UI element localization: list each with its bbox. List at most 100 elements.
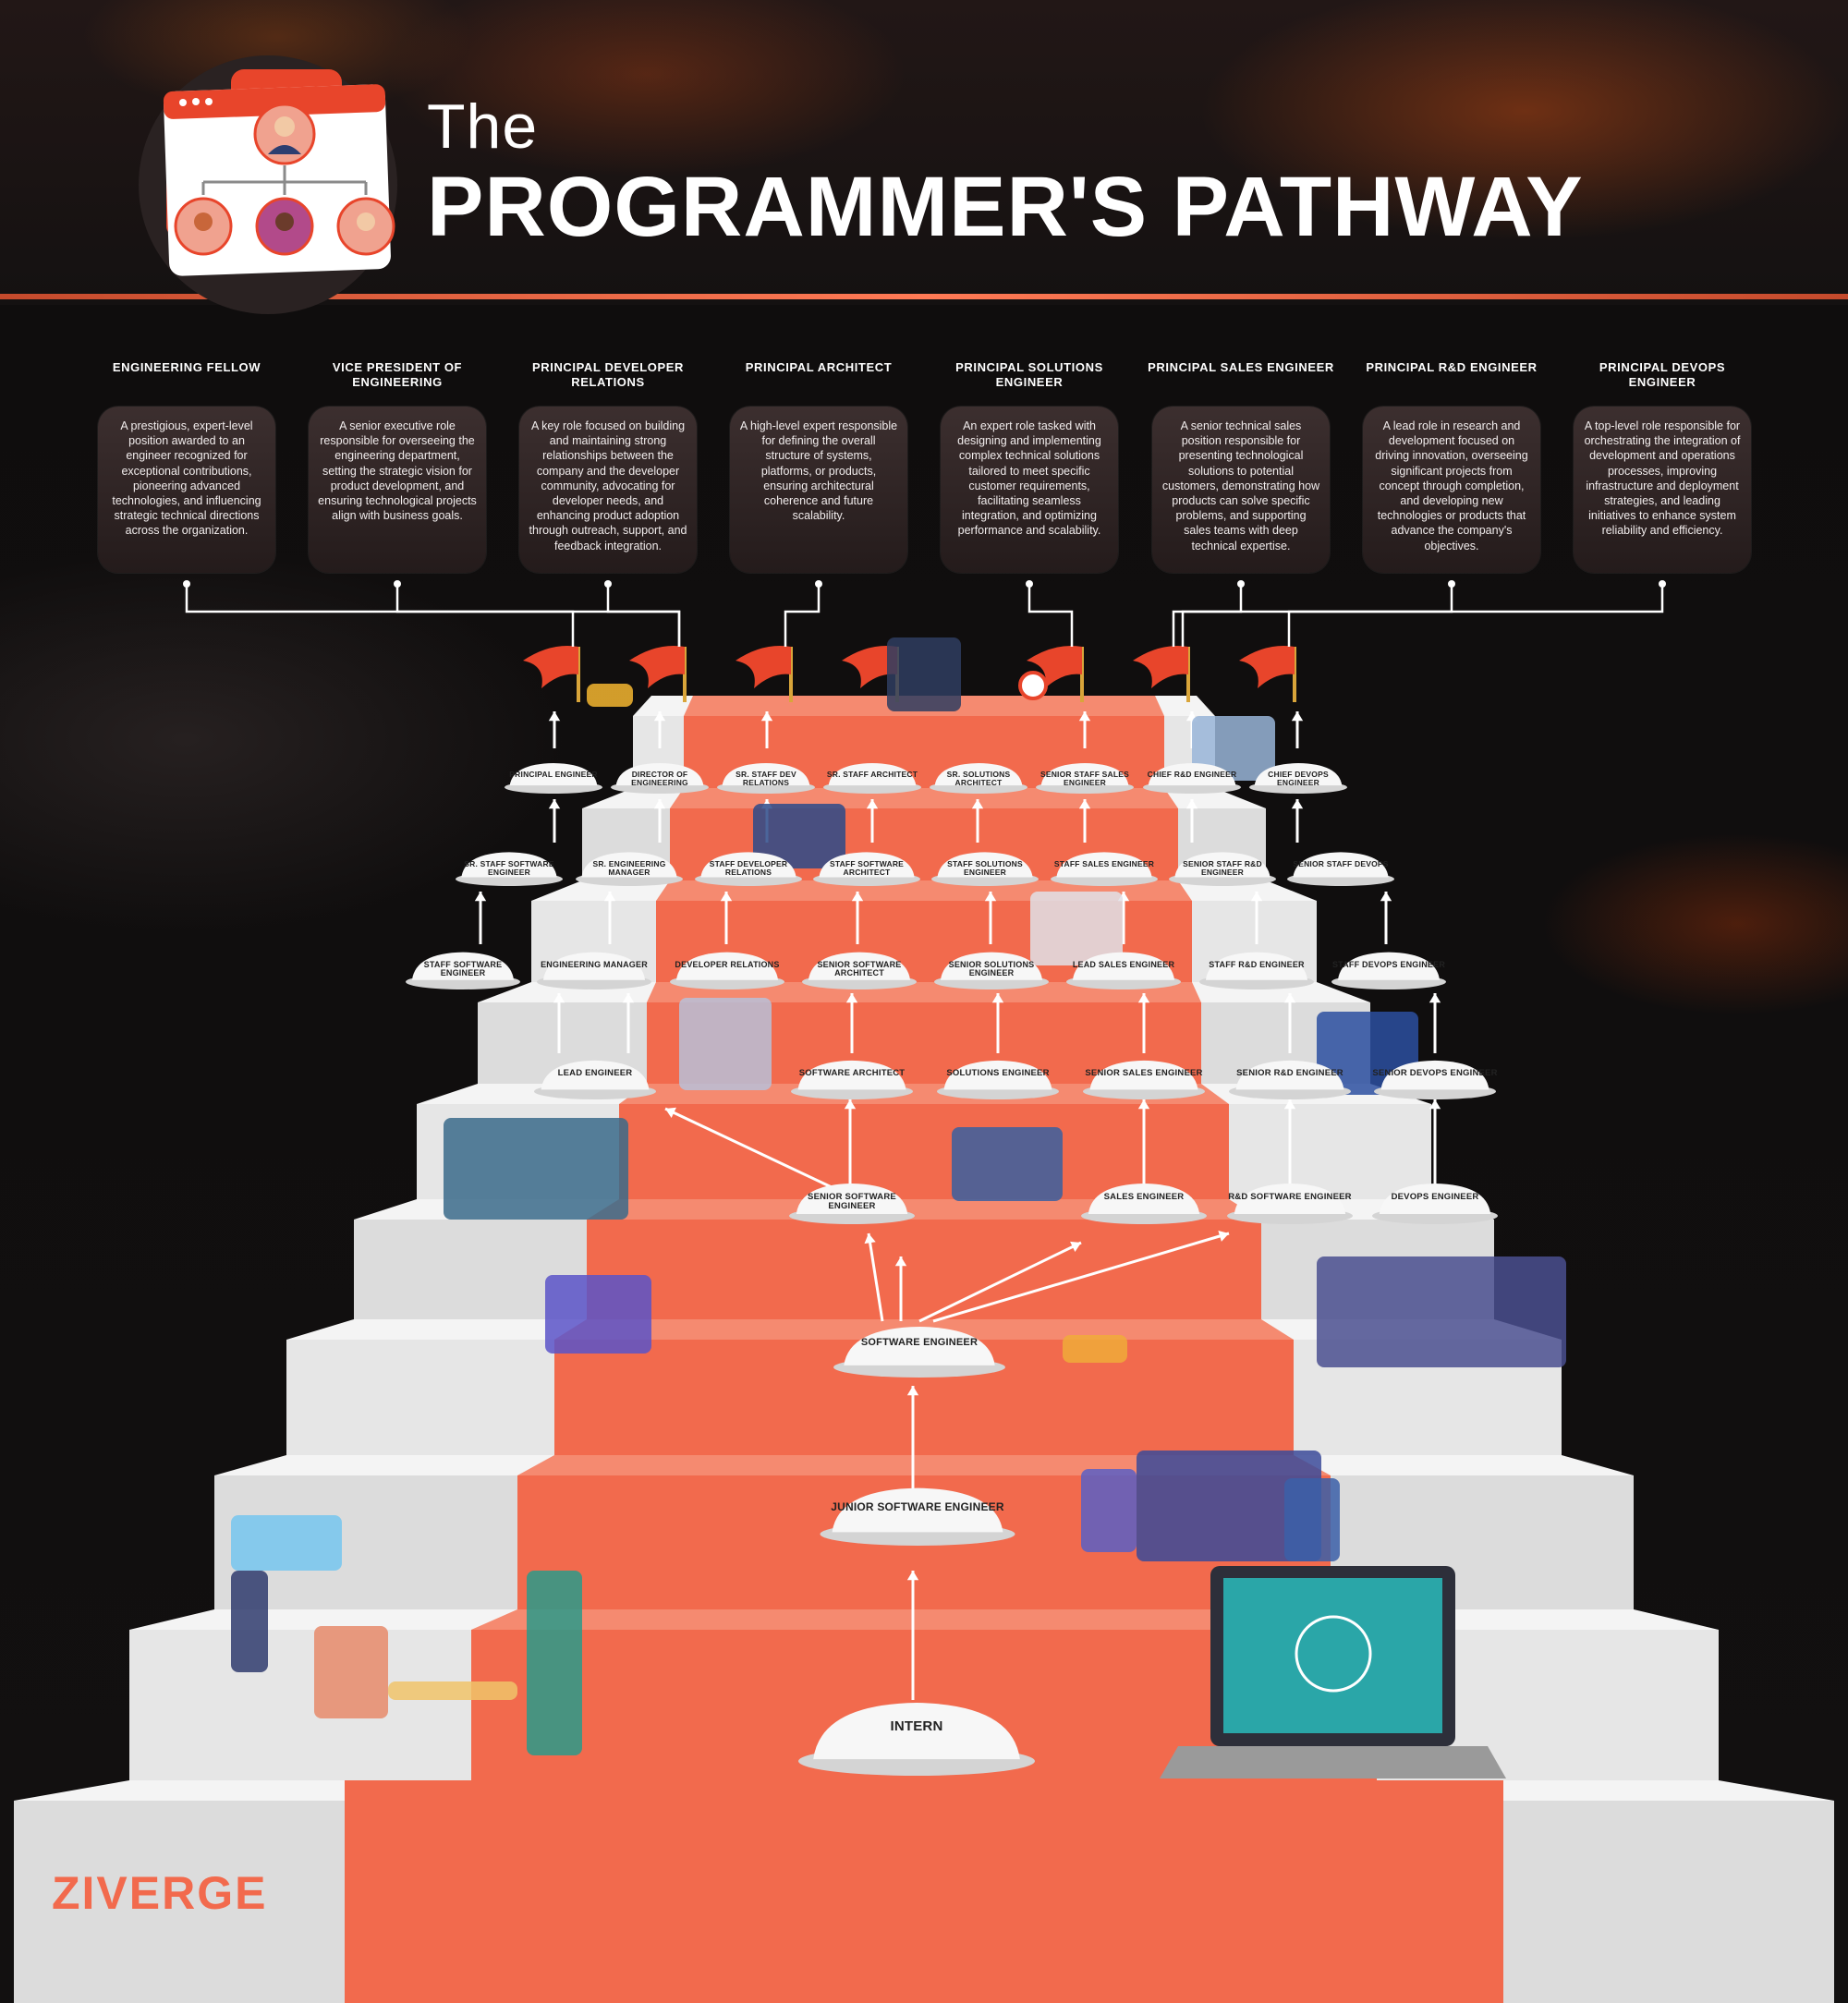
person-illustration [231,1571,268,1672]
role-pedestal: SR. SOLUTIONS ARCHITECT [928,760,1029,795]
arrow-head [1283,1099,1296,1110]
arrow-head [474,892,487,902]
role-label: LEAD ENGINEER [557,1068,633,1079]
winners-illustration [887,637,961,711]
role-pedestal: LEAD ENGINEER [532,1057,658,1101]
arrow-head [653,799,666,809]
brand-logo: ZIVERGE [52,1867,268,1919]
arrow-head [1429,993,1441,1003]
role-pedestal: SENIOR SOFTWARE ARCHITECT [800,949,918,991]
trophy-chart-illustration [587,684,633,707]
pedestal-base [1169,852,1276,886]
person-illustration [314,1626,388,1718]
role-pedestal: SOFTWARE ARCHITECT [789,1057,915,1101]
role-label: STAFF DEVOPS ENGINEER [1331,959,1446,969]
role-label: STAFF R&D ENGINEER [1209,959,1305,969]
laptop-base [1160,1746,1506,1778]
pedestal-base [1372,1184,1498,1224]
role-label: SALES ENGINEER [1103,1192,1185,1202]
desk-illustration [388,1681,517,1700]
flag [629,646,685,688]
role-pedestal: STAFF SOLUTIONS ENGINEER [930,849,1040,888]
carpet-tread [647,982,1201,1002]
role-title: PRINCIPAL R&D ENGINEER [1366,360,1538,374]
pedestal-base [934,952,1049,989]
arrow-head [622,993,635,1003]
pedestal-base [791,1060,913,1099]
arrow-head [1291,799,1304,809]
target-icon [1018,671,1048,700]
arrow-head [548,711,561,722]
arrow-head [1218,1230,1229,1242]
role-pedestal: STAFF SOFTWARE ARCHITECT [811,849,922,888]
role-pedestal: STAFF SALES ENGINEER [1049,849,1160,888]
carpet-riser [587,1220,1261,1319]
connector-line [784,584,821,647]
page-title: PROGRAMMER'S PATHWAY [427,160,1584,254]
role-description: A high-level expert responsible for defi… [730,407,907,573]
path-arrow [867,1232,884,1322]
role-title: PRINCIPAL DEVELOPER RELATIONS [531,360,685,389]
arrow-head [1185,799,1198,809]
role-label: PRINCIPAL ENGINEER [509,769,598,779]
role-pedestal: SENIOR STAFF DEVOPS [1285,849,1396,888]
connector-line [606,584,681,647]
role-pedestal: SENIOR R&D ENGINEER [1227,1057,1353,1101]
arrow-head [1291,711,1304,722]
presentation-illustration [1030,892,1123,965]
role-pedestal: DIRECTOR OF ENGINEERING [609,760,711,795]
role-pedestal: SR. STAFF SOFTWARE ENGINEER [454,849,565,888]
role-description: A key role focused on building and maint… [519,407,697,573]
role-pedestal: SR. ENGINEERING MANAGER [574,849,685,888]
role-pedestal: SOFTWARE ENGINEER [832,1322,1007,1379]
role-pedestal: SENIOR STAFF SALES ENGINEER [1034,760,1136,795]
analytics-monitor-illustration [545,1275,651,1354]
laptop-display [1223,1578,1442,1733]
flag [1133,646,1188,688]
role-label: DIRECTOR OF ENGINEERING [631,769,688,787]
path-arrow [918,1241,1082,1323]
role-title: PRINCIPAL SOLUTIONS ENGINEER [955,360,1103,389]
flag [523,646,578,688]
role-label: INTERN [890,1718,943,1734]
connector-line [1287,584,1664,647]
role-label: SENIOR R&D ENGINEER [1236,1068,1343,1079]
pedestal-base [505,763,602,794]
person-illustration [1081,1469,1137,1552]
role-label: SENIOR SOLUTIONS ENGINEER [948,959,1035,978]
pedestal-base [1066,952,1181,989]
connector-line [1181,584,1453,647]
flag [736,646,791,688]
arrow-head [760,711,773,722]
pedestal-base [802,952,917,989]
role-label: SR. SOLUTIONS ARCHITECT [946,769,1011,787]
pedestal-base [823,763,921,794]
pedestal-base [670,952,784,989]
path-arrow [664,1107,833,1189]
carpet-riser [619,1104,1229,1199]
connector-line [1027,584,1074,647]
connector-line [185,584,575,647]
role-description: A top-level role responsible for orchest… [1574,407,1751,573]
role-label: SOFTWARE ENGINEER [860,1337,979,1349]
chart-illustration [1063,1335,1127,1363]
role-description: A senior executive role responsible for … [309,407,486,573]
role-label: SENIOR SOFTWARE ENGINEER [808,1192,896,1211]
role-pedestal: JUNIOR SOFTWARE ENGINEER [819,1483,1017,1548]
office-team-illustration [444,1118,628,1220]
arrow-head [1137,993,1150,1003]
arrow-head [720,892,733,902]
pedestal-base [1051,852,1158,886]
developer-illustration [952,1127,1063,1201]
role-label: SR. STAFF DEV RELATIONS [736,769,796,787]
role-label: R&D SOFTWARE ENGINEER [1228,1192,1352,1202]
org-chart-logo [129,51,416,323]
role-label: LEAD SALES ENGINEER [1072,959,1175,969]
role-pedestal: SENIOR SOLUTIONS ENGINEER [932,949,1051,991]
pedestal-base [1227,1184,1353,1224]
arrow-head [991,993,1004,1003]
role-pedestal: SOLUTIONS ENGINEER [935,1057,1061,1101]
arrow-head [844,1099,857,1110]
role-label: SENIOR SALES ENGINEER [1085,1068,1203,1079]
